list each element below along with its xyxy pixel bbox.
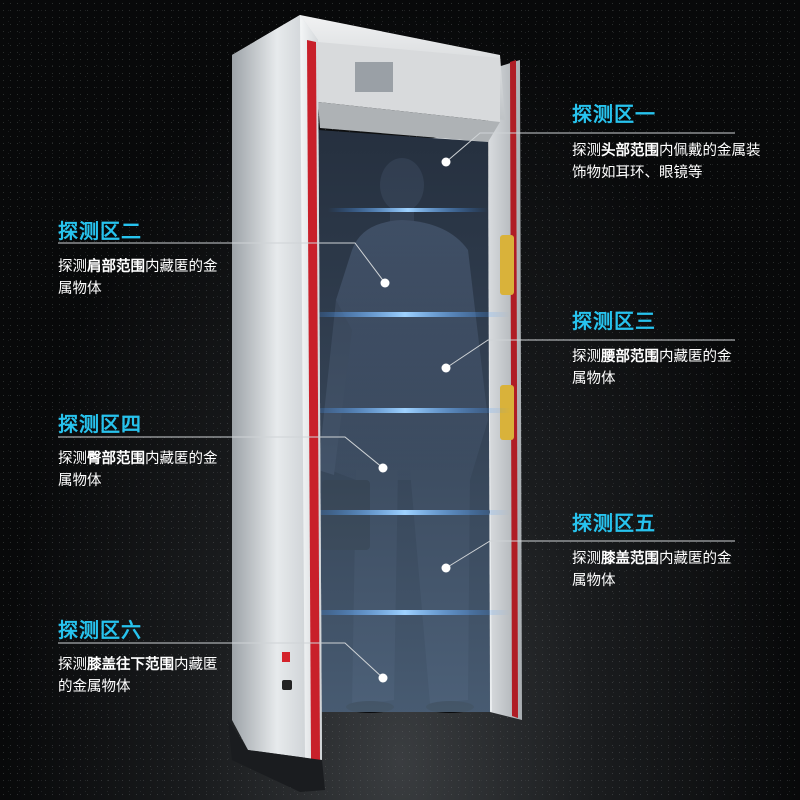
leader-line-2 (58, 242, 386, 284)
circle-dot-icon (441, 563, 451, 573)
zone-3-title: 探测区三 (572, 309, 656, 333)
zone-5-description: 探测膝盖范围内藏匿的金属物体 (572, 548, 742, 592)
zone-5-title: 探测区五 (572, 511, 656, 535)
crossbar-underside (318, 102, 500, 142)
zone-6-desc-pre: 探测 (58, 657, 87, 673)
circle-dot-icon (441, 157, 451, 167)
control-display (355, 62, 393, 92)
zone-1-desc-bold: 头部范围 (601, 143, 659, 159)
zone-1-title: 探测区一 (572, 102, 656, 126)
zone-4-title: 探测区四 (58, 412, 142, 436)
zone-1-desc-post: 内佩戴的金属装饰物如耳环、眼镜等 (572, 143, 761, 181)
zone-6-desc-bold: 膝盖往下范围 (87, 657, 174, 673)
circle-dot-icon (441, 363, 451, 373)
zone-5-desc-post: 内藏匿的金属物体 (572, 551, 732, 589)
zone-5-desc-pre: 探测 (572, 551, 601, 567)
zone-6-desc-post: 内藏匿的金属物体 (58, 657, 218, 695)
zone-2-title: 探测区二 (58, 219, 142, 243)
scan-beams (300, 208, 510, 615)
power-switch (282, 680, 292, 690)
zone-1-description: 探测头部范围内佩戴的金属装饰物如耳环、眼镜等 (572, 140, 762, 184)
zone-2-desc-post: 内藏匿的金属物体 (58, 259, 218, 297)
status-light-upper (500, 235, 514, 295)
leader-line-5 (445, 540, 735, 569)
zone-2-desc-bold: 肩部范围 (87, 259, 145, 275)
leader-line-3 (445, 339, 735, 369)
zone-4-desc-post: 内藏匿的金属物体 (58, 451, 218, 489)
circle-dot-icon (380, 278, 390, 288)
zone-3-desc-bold: 腰部范围 (601, 349, 659, 365)
power-indicator (282, 652, 290, 662)
zone-3-desc-pre: 探测 (572, 349, 601, 365)
left-led-strip (307, 40, 320, 760)
zone-2-description: 探测肩部范围内藏匿的金属物体 (58, 256, 228, 300)
zone-3-desc-post: 内藏匿的金属物体 (572, 349, 732, 387)
zone-4-desc-pre: 探测 (58, 451, 87, 467)
circle-dot-icon (378, 463, 388, 473)
zone-6-title: 探测区六 (58, 618, 142, 642)
leader-line-4 (58, 436, 384, 469)
zone-1-desc-pre: 探测 (572, 143, 601, 159)
zone-6-description: 探测膝盖往下范围内藏匿的金属物体 (58, 654, 228, 698)
zone-2-desc-pre: 探测 (58, 259, 87, 275)
leader-line-6 (58, 642, 384, 679)
circle-dot-icon (378, 673, 388, 683)
zone-3-description: 探测腰部范围内藏匿的金属物体 (572, 346, 742, 390)
zone-4-description: 探测臀部范围内藏匿的金属物体 (58, 448, 228, 492)
zone-4-desc-bold: 臀部范围 (87, 451, 145, 467)
leader-line-1 (445, 132, 735, 163)
left-foot (228, 720, 325, 792)
zone-5-desc-bold: 膝盖范围 (601, 551, 659, 567)
left-pillar (232, 15, 322, 760)
